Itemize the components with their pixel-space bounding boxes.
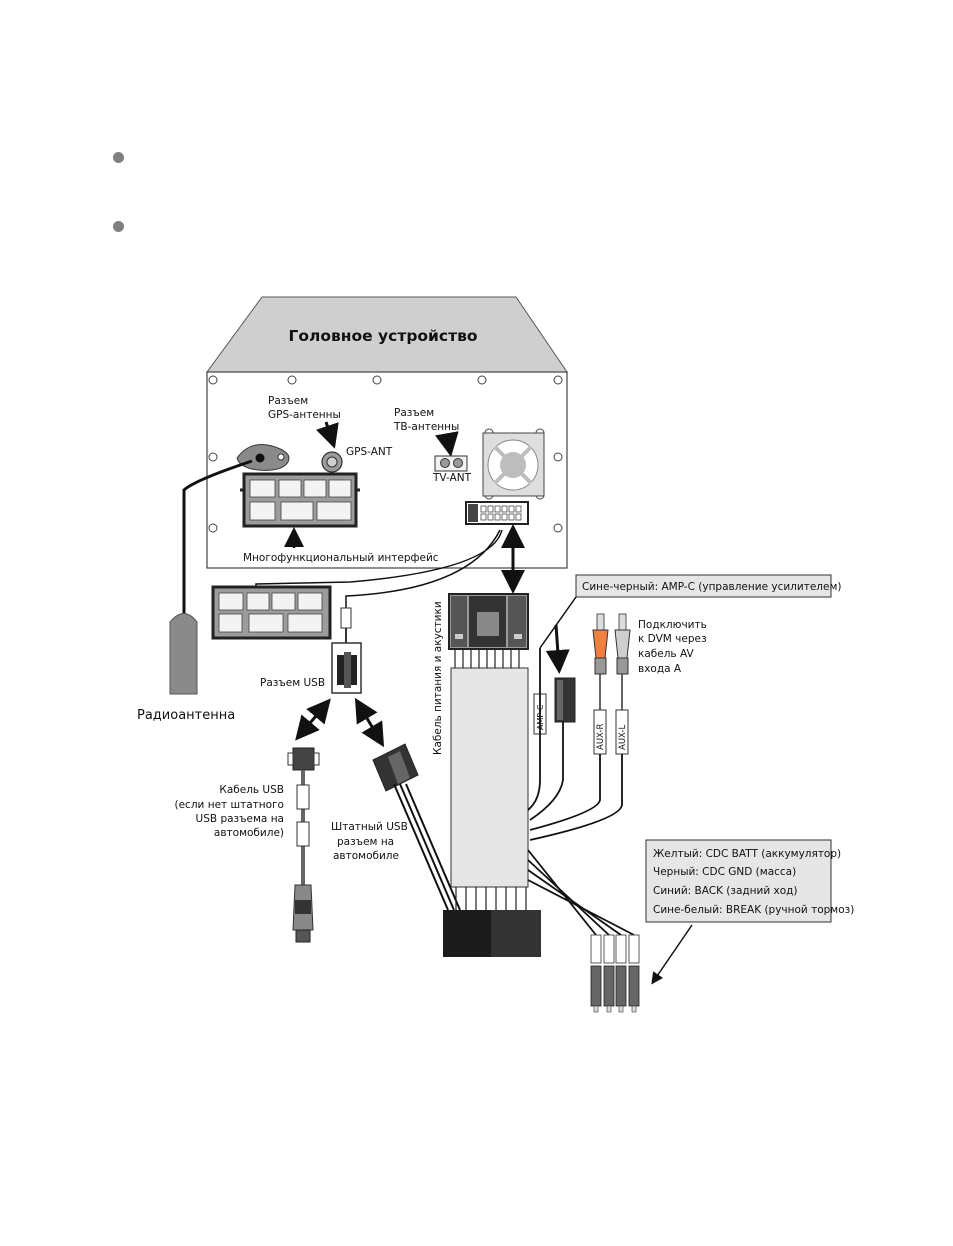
rca-plug-red	[592, 613, 609, 675]
wires-callout-box	[645, 839, 832, 923]
factory-usb-label-1: Штатный USB	[331, 821, 408, 833]
amp-callout-box	[575, 574, 832, 598]
factory-usb-label-2: разъем на	[337, 836, 394, 848]
gps-label-1: Разъем	[268, 395, 308, 407]
multi-function-connector	[240, 472, 360, 528]
head-unit: Головное устройство Разъем GPS-антенны G…	[206, 296, 568, 569]
tv-label-1: Разъем	[394, 407, 434, 419]
factory-usb-plug	[372, 743, 419, 792]
usb-cable-label-1: Кабель USB	[219, 784, 284, 796]
dvm-label-3: кабель AV	[638, 648, 694, 660]
wire-blue-white: Сине-белый: BREAK (ручной тормоз)	[653, 904, 854, 916]
cooling-fan	[482, 432, 545, 497]
wire-yellow: Желтый: CDC BATT (аккумулятор)	[653, 848, 841, 860]
usb-cable	[287, 747, 320, 943]
rca-plug-white	[614, 613, 631, 675]
bullet-1	[113, 152, 124, 163]
usb-cable-label-4: автомобиле)	[214, 827, 284, 839]
car-iso-connector	[443, 910, 541, 957]
tv-ant-label: TV-ANT	[432, 472, 472, 484]
wire-black: Черный: CDC GND (масса)	[653, 866, 796, 878]
bullet-2	[113, 221, 124, 232]
dvm-label-2: к DVM через	[638, 633, 707, 645]
harness-sleeve	[450, 667, 529, 888]
dvm-label-1: Подключить	[638, 619, 707, 631]
aux-r-label: AUX-R	[596, 723, 606, 750]
factory-usb-label-3: автомобиле	[333, 850, 399, 862]
multi-interface-label: Многофункциональный интерфейс	[243, 552, 439, 564]
usb-cable-label-3: USB разъема на	[196, 813, 284, 825]
aux-l-label: AUX-L	[618, 724, 628, 750]
tv-label-2: ТВ-антенны	[393, 421, 459, 433]
amp-plug	[554, 677, 576, 723]
gps-label-2: GPS-антенны	[268, 409, 341, 421]
external-multi-connector	[211, 585, 332, 640]
usb-cable-label-2: (если нет штатного	[175, 799, 285, 811]
usb-connector-label: Разъем USB	[260, 677, 325, 689]
dvm-label-4: входа A	[638, 663, 682, 675]
head-unit-title: Головное устройство	[288, 327, 477, 345]
wire-blue: Синий: BACK (задний ход)	[653, 885, 798, 897]
power-harness-connector	[448, 593, 529, 650]
wire-terminals	[590, 934, 640, 1013]
usb-connector	[331, 642, 362, 694]
power-harness-port	[465, 501, 529, 525]
radio-antenna-plug	[169, 613, 198, 695]
gps-ant-label: GPS-ANT	[346, 446, 393, 458]
radio-antenna-label: Радиоантенна	[137, 708, 235, 723]
amp-callout: Сине-черный: AMP-C (управление усилителе…	[582, 581, 842, 593]
power-cable-label: Кабель питания и акустики	[432, 601, 444, 755]
